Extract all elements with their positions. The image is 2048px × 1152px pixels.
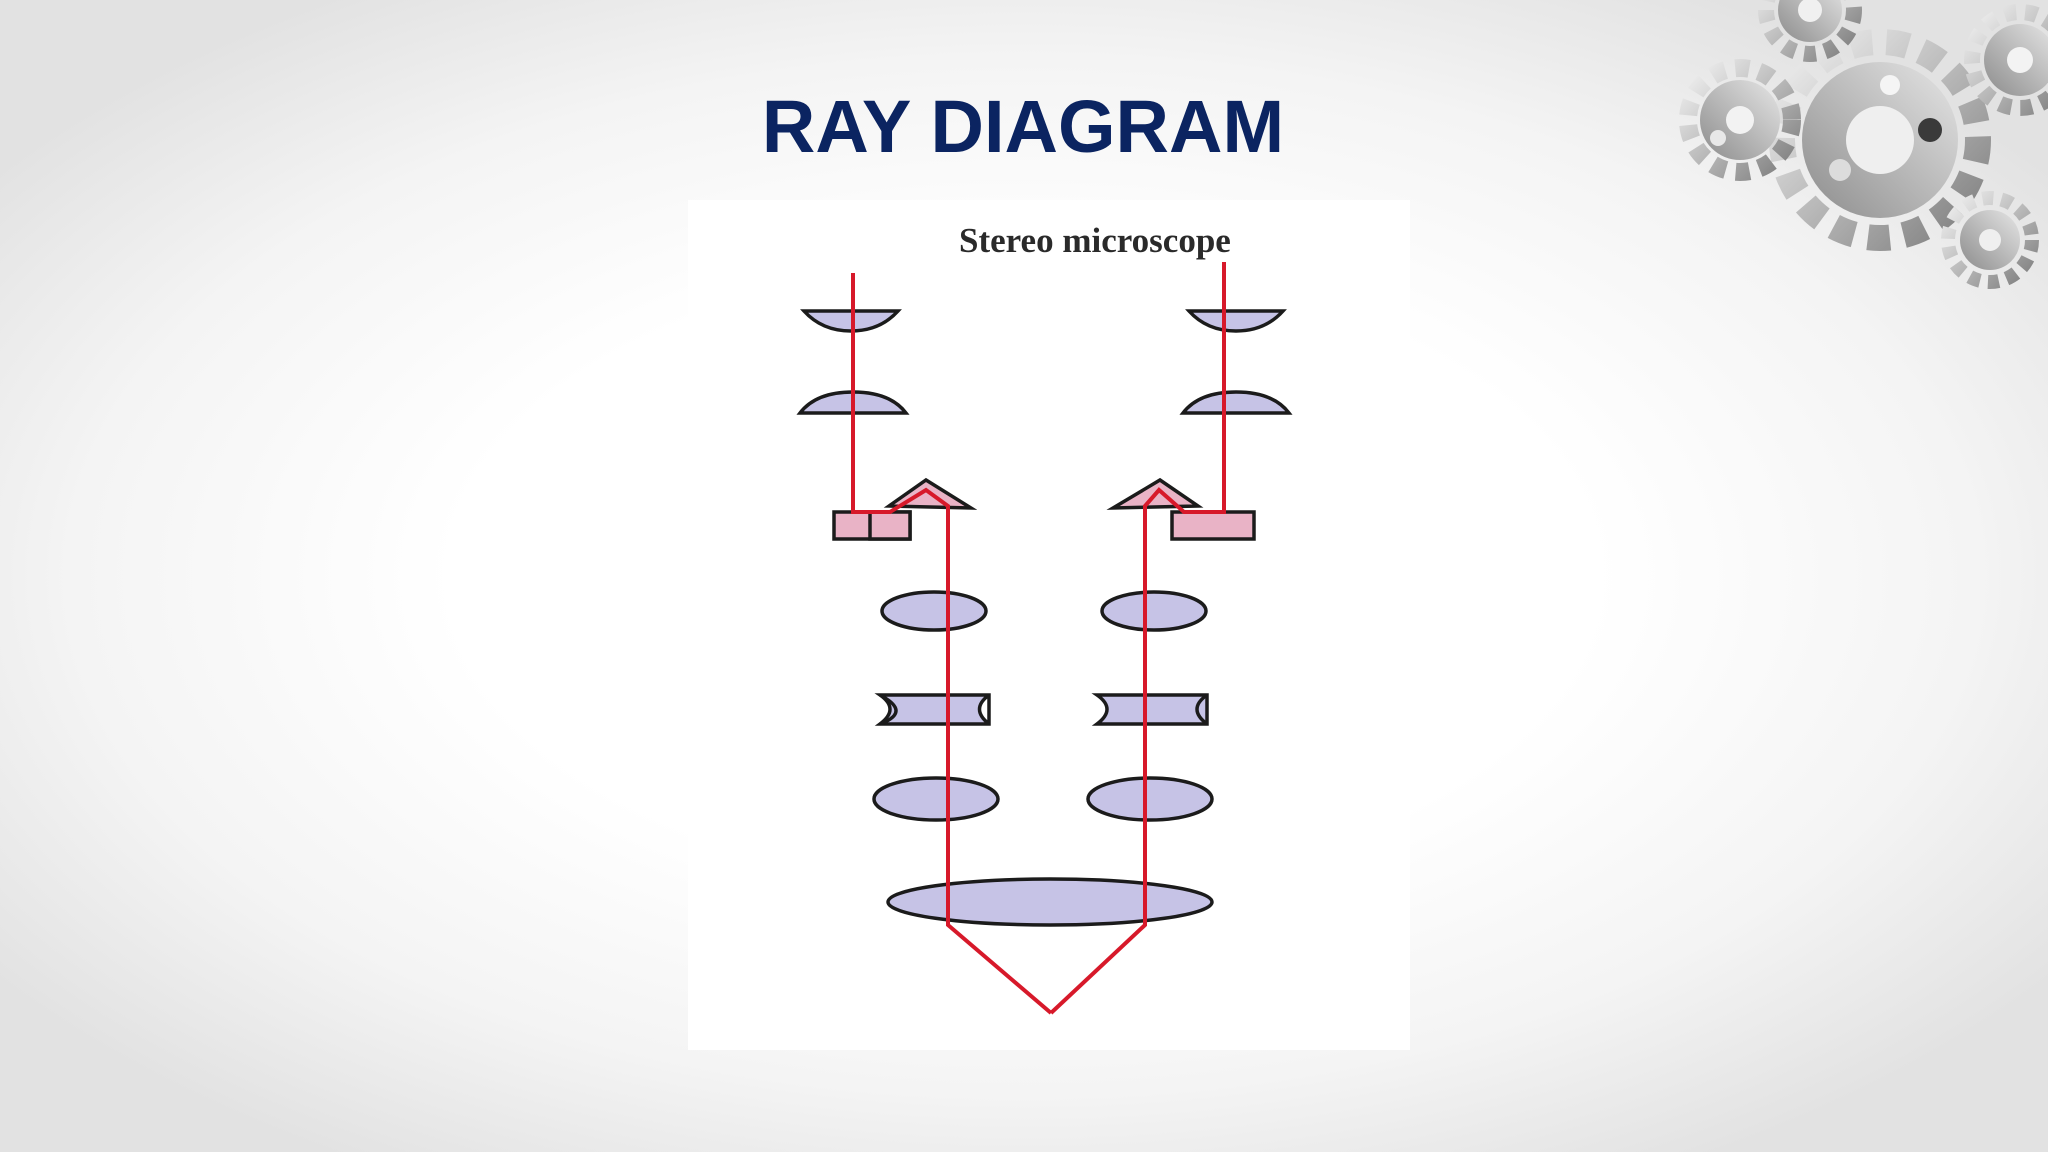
right-eyepiece-lens-1 <box>1185 309 1287 333</box>
right-prism-box <box>1170 510 1256 541</box>
left-lens-lower <box>872 776 1000 822</box>
right-concave-lens <box>1091 693 1209 726</box>
right-lens-upper <box>1100 590 1208 632</box>
left-lens-upper <box>880 590 988 632</box>
light-rays <box>851 262 1226 1015</box>
right-ray <box>1049 262 1226 1015</box>
gear-small-right <box>1964 4 2048 116</box>
left-optics <box>796 309 1000 822</box>
slide-title: RAY DIAGRAM <box>761 85 1285 168</box>
objective-lens <box>886 877 1214 927</box>
gears-decoration-icon <box>1679 0 2048 289</box>
gear-small-bottom <box>1941 191 2039 289</box>
gear-large <box>1769 29 1991 251</box>
gear-small-left <box>1679 59 1801 181</box>
left-ray <box>851 273 1053 1015</box>
right-optics <box>1086 309 1293 822</box>
diagram-caption: Stereo microscope <box>959 221 1231 260</box>
gear-small-top <box>1758 0 1862 62</box>
right-lens-lower <box>1086 776 1214 822</box>
right-eyepiece-lens-2 <box>1179 390 1293 415</box>
